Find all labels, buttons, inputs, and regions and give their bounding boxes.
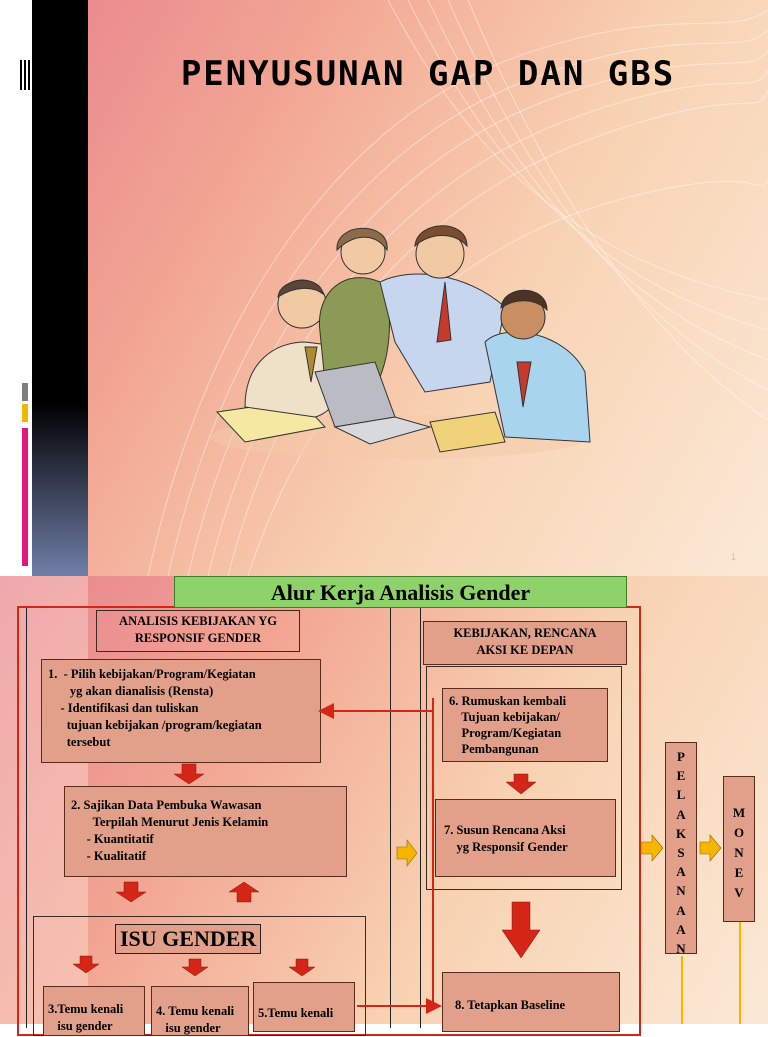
pelaksanaan-letter: N (676, 941, 686, 957)
left-black-bar (32, 0, 88, 576)
pelaksanaan-letter: L (676, 787, 686, 803)
accent-yellow-mark (22, 404, 28, 422)
left-section-title: ANALISIS KEBIJAKAN YG RESPONSIF GENDER (119, 614, 277, 645)
arrow-up-to-step2 (228, 881, 260, 903)
left-section-title-box (96, 610, 300, 652)
arrow-to-monev (699, 834, 722, 862)
people-around-laptop-clipart (210, 225, 591, 459)
pelaksanaan-letter: A (676, 806, 686, 822)
step-3-box: 3.Temu kenali isu gender (43, 986, 145, 1036)
step-8-box: 8. Tetapkan Baseline (442, 972, 620, 1032)
isu-gender-label: ISU GENDER (115, 924, 262, 954)
pelaksanaan-letter: A (676, 864, 686, 880)
arrow-step1-to-step2 (173, 763, 205, 785)
arrow-to-step3 (72, 955, 100, 974)
accent-gray-mark (22, 383, 28, 401)
monev-letter: E (734, 865, 744, 880)
arrow-to-step4 (181, 958, 209, 977)
accent-pink-mark (22, 428, 28, 566)
pelaksanaan-letter: E (676, 768, 686, 784)
monev-letter: M (732, 805, 746, 820)
arrow-to-step5 (288, 958, 316, 977)
pelaksanaan-letter: S (677, 845, 685, 861)
step-2-box: 2. Sajikan Data Pembuka Wawasan Terpilah… (64, 786, 347, 877)
connector-step6-to-step1 (318, 698, 434, 719)
step-8-label: 8. Tetapkan Baseline (455, 998, 566, 1012)
right-section-title-box (423, 621, 627, 665)
middle-divider-right (420, 608, 421, 1028)
monev-letter: V (734, 885, 744, 900)
stripe-mark (20, 60, 30, 90)
slide-title: PENYUSUNAN GAP DAN GBS (180, 54, 676, 94)
monev-letter: O (733, 825, 745, 840)
arrow-step2-down (115, 881, 147, 903)
monev-letter: N (734, 845, 744, 860)
right-section-frame (426, 666, 622, 890)
pelaksanaan-letter: A (676, 902, 686, 918)
slide-1: PENYUSUNAN GAP DAN GBS 1 (0, 0, 768, 577)
page-number: 1 (730, 552, 736, 562)
arrow-to-right-section (396, 839, 418, 867)
pelaksanaan-letter: N (676, 883, 686, 899)
step-7-box: 7. Susun Rencana Aksi yg Responsif Gende… (435, 799, 616, 877)
diagram-title: Alur Kerja Analisis Gender (174, 576, 627, 608)
pelaksanaan-letter: P (677, 749, 685, 764)
pelaksanaan-letter: A (676, 921, 686, 937)
arrow-step7-to-step8 (501, 901, 541, 959)
left-section-divider (26, 608, 27, 1028)
step-1-box: 1. - Pilih kebijakan/Program/Kegiatan yg… (41, 659, 321, 763)
arrow-to-pelaksanaan (640, 834, 664, 862)
pelaksanaan-letter: K (675, 825, 687, 841)
middle-divider-left (390, 608, 391, 1028)
step-6-box: 6. Rumuskan kembali Tujuan kebijakan/ Pr… (442, 688, 608, 762)
arrow-step6-to-step7 (505, 773, 537, 795)
slide-2: Alur Kerja Analisis Gender ANALISIS KEBI… (0, 576, 768, 1036)
step-4-box: 4. Temu kenali isu gender (151, 986, 249, 1036)
flow-arrows (72, 698, 741, 1024)
step-5-box: 5.Temu kenali (253, 982, 355, 1032)
right-section-title: KEBIJAKAN, RENCANA AKSI KE DEPAN (453, 626, 597, 657)
